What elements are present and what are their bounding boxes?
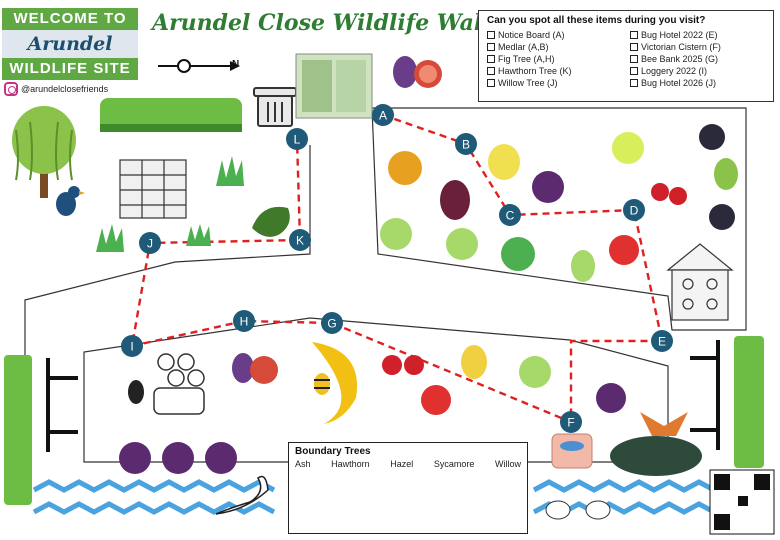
checklist-item[interactable]: Willow Tree (J)	[487, 78, 630, 88]
checkbox[interactable]	[630, 79, 638, 87]
route-marker-a[interactable]: A	[372, 104, 394, 126]
svg-text:I: I	[130, 340, 133, 354]
route-marker-d[interactable]: D	[623, 199, 645, 221]
instagram-icon	[4, 82, 18, 96]
checklist-item[interactable]: Bug Hotel 2022 (E)	[630, 30, 773, 40]
checklist-heading: Can you spot all these items during you …	[487, 15, 706, 26]
route-marker-f[interactable]: F	[560, 411, 582, 433]
checkbox[interactable]	[630, 67, 638, 75]
tree-name-sycamore: Sycamore	[433, 459, 475, 469]
logo-welcome-text: WELCOME TO	[2, 8, 138, 30]
boundary-trees-legend: Boundary Trees Ash Hawthorn Hazel Sycamo…	[288, 442, 528, 534]
svg-text:L: L	[294, 133, 301, 147]
route-marker-h[interactable]: H	[233, 310, 255, 332]
route-marker-i[interactable]: I	[121, 335, 143, 357]
checkbox[interactable]	[630, 43, 638, 51]
checklist-item[interactable]: Medlar (A,B)	[487, 42, 630, 52]
logo-wildlife-text: WILDLIFE SITE	[2, 58, 138, 80]
checkbox[interactable]	[630, 31, 638, 39]
spot-checklist: Can you spot all these items during you …	[478, 10, 774, 102]
svg-text:F: F	[567, 416, 574, 430]
tree-name-willow: Willow	[494, 459, 521, 469]
tree-name-hawthorn: Hawthorn	[331, 459, 370, 469]
route-marker-j[interactable]: J	[139, 232, 161, 254]
route-marker-e[interactable]: E	[651, 330, 673, 352]
checklist-item[interactable]: Fig Tree (A,H)	[487, 54, 630, 64]
route-marker-c[interactable]: C	[499, 204, 521, 226]
checkbox[interactable]	[487, 67, 495, 75]
north-arrow-icon	[158, 59, 240, 73]
svg-text:E: E	[658, 335, 666, 349]
north-label: N	[232, 59, 240, 70]
svg-text:D: D	[630, 204, 639, 218]
page-title: Arundel Close Wildlife Walk	[152, 10, 498, 36]
checkbox[interactable]	[487, 43, 495, 51]
svg-text:K: K	[296, 234, 304, 248]
boundary-trees-heading: Boundary Trees	[295, 446, 371, 457]
route-marker-g[interactable]: G	[321, 312, 343, 334]
checklist-item[interactable]: Notice Board (A)	[487, 30, 630, 40]
svg-text:C: C	[506, 209, 515, 223]
checklist-item[interactable]: Loggery 2022 (I)	[630, 66, 773, 76]
checklist-item[interactable]: Victorian Cistern (F)	[630, 42, 773, 52]
checklist-item[interactable]: Bug Hotel 2026 (J)	[630, 78, 773, 88]
site-logo: WELCOME TO Arundel Close WILDLIFE SITE	[2, 8, 138, 83]
social-handle: @arundelclosefriends	[4, 82, 108, 96]
svg-text:H: H	[240, 315, 249, 329]
svg-text:B: B	[462, 138, 470, 152]
checkbox[interactable]	[630, 55, 638, 63]
route-marker-k[interactable]: K	[289, 229, 311, 251]
svg-text:G: G	[327, 317, 336, 331]
instagram-handle: @arundelclosefriends	[21, 84, 109, 94]
checkbox[interactable]	[487, 79, 495, 87]
checkbox[interactable]	[487, 55, 495, 63]
route-marker-l[interactable]: L	[286, 128, 308, 150]
tree-name-ash: Ash	[295, 459, 311, 469]
tree-name-hazel: Hazel	[390, 459, 414, 469]
route-marker-b[interactable]: B	[455, 133, 477, 155]
checkbox[interactable]	[487, 31, 495, 39]
svg-text:J: J	[147, 237, 153, 251]
checklist-item[interactable]: Hawthorn Tree (K)	[487, 66, 630, 76]
svg-text:A: A	[379, 109, 387, 123]
checklist-item[interactable]: Bee Bank 2025 (G)	[630, 54, 773, 64]
